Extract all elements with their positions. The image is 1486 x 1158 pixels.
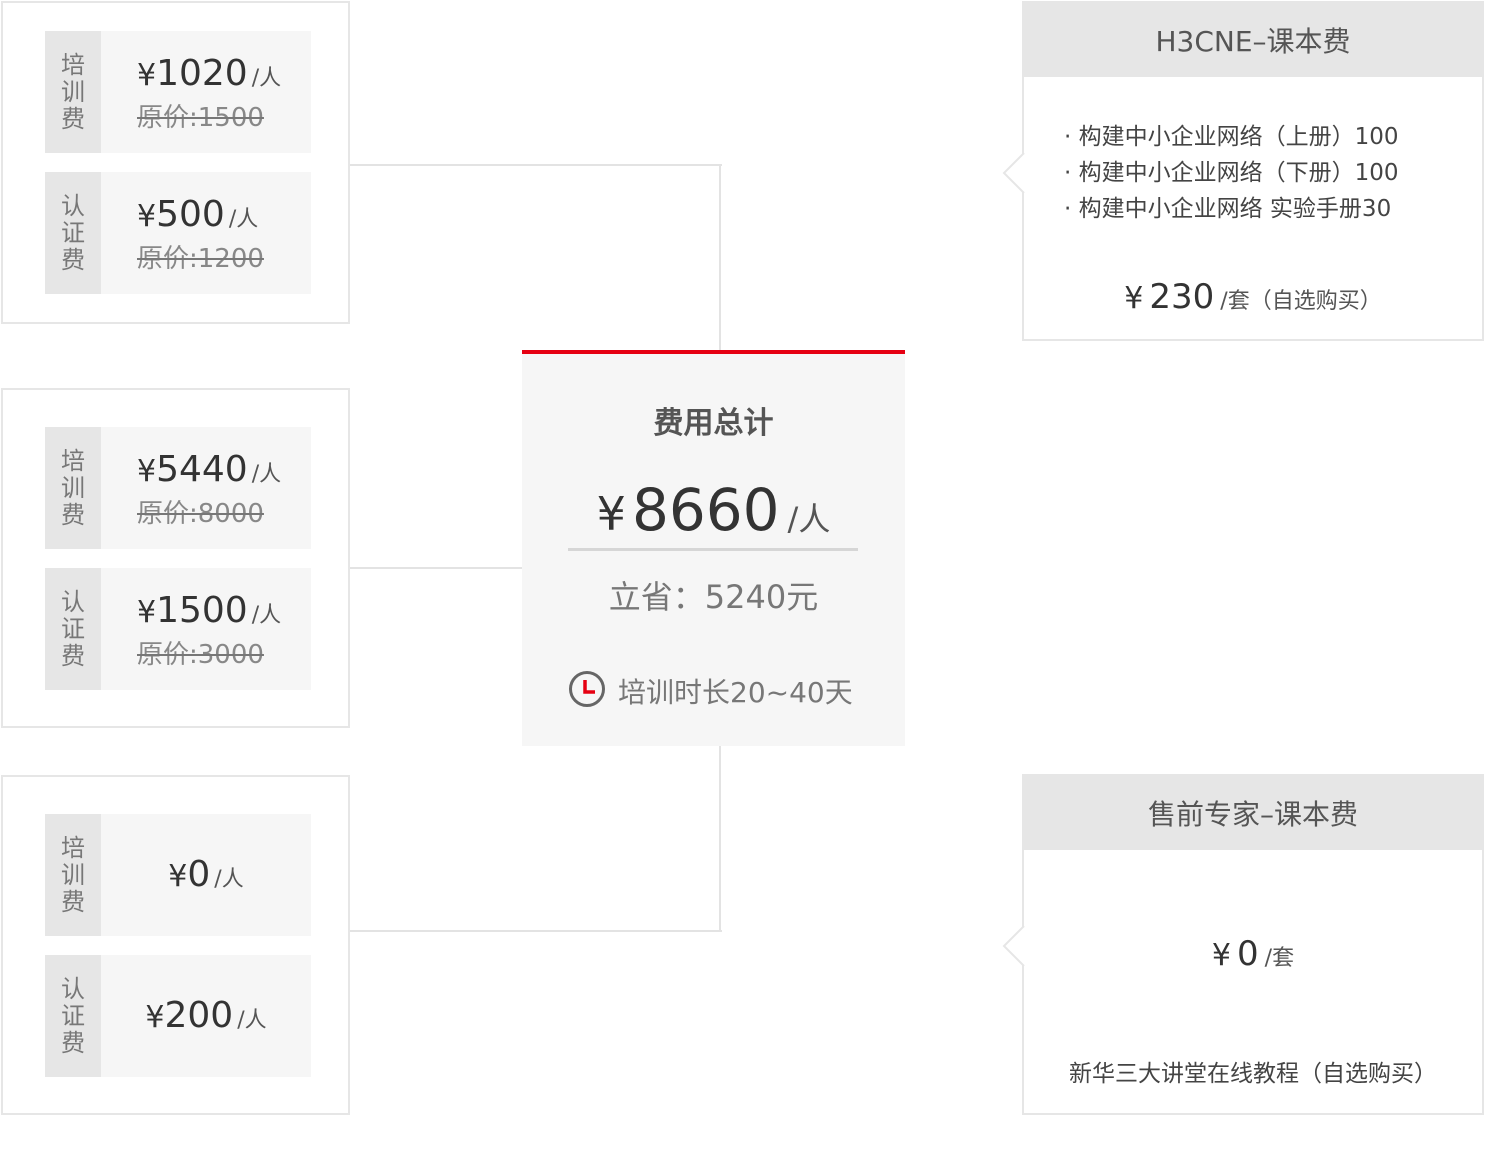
h3cne-textbook-card: H3CNE–课本费 · 构建中小企业网络（上册）100 · 构建中小企业网络（下… [1002, 1, 1484, 341]
training-fee-card: 培训费 ¥0/人 [45, 814, 311, 936]
connector-line [719, 746, 721, 932]
textbook-price: ¥0/套 [1211, 934, 1295, 974]
fee-group-2: 培训费 ¥5440/人 原价:8000 认证费 ¥1500/人 原价:3000 [1, 388, 350, 728]
summary-title: 费用总计 [653, 406, 774, 441]
card-title: 售前专家–课本费 [1024, 776, 1482, 850]
connector-line [719, 164, 721, 350]
training-original-price: 原价:8000 [137, 499, 264, 529]
training-fee-card: 培训费 ¥1020/人 原价:1500 [45, 31, 311, 153]
online-course-note: 新华三大讲堂在线教程（自选购买） [1069, 1061, 1437, 1087]
textbook-price: ¥230/套（自选购买） [1124, 277, 1382, 317]
certification-fee-card: 认证费 ¥500/人 原价:1200 [45, 172, 311, 294]
savings-text: 立省：5240元 [608, 578, 819, 616]
connector-line [350, 930, 722, 932]
training-fee-card: 培训费 ¥5440/人 原价:8000 [45, 427, 311, 549]
fee-group-1: 培训费 ¥1020/人 原价:1500 认证费 ¥500/人 原价:1200 [1, 1, 350, 324]
card-title: H3CNE–课本费 [1024, 3, 1482, 77]
training-price: ¥0/人 [168, 854, 244, 895]
total-price: ¥8660/人 [596, 476, 831, 544]
list-item: · 构建中小企业网络（上册）100 [1064, 124, 1399, 150]
certification-fee-card: 认证费 ¥200/人 [45, 955, 311, 1077]
list-item: · 构建中小企业网络（下册）100 [1064, 160, 1399, 186]
training-duration: 培训时长20~40天 [568, 670, 853, 712]
training-fee-label: 培训费 [45, 31, 101, 153]
fee-group-3: 培训费 ¥0/人 认证费 ¥200/人 [1, 775, 350, 1115]
certification-original-price: 原价:3000 [137, 640, 264, 670]
certification-fee-card: 认证费 ¥1500/人 原价:3000 [45, 568, 311, 690]
cost-summary-panel: 费用总计 ¥8660/人 立省：5240元 培训时长20~40天 [522, 350, 905, 746]
training-price: ¥1020/人 [137, 53, 282, 94]
textbook-list: · 构建中小企业网络（上册）100 · 构建中小企业网络（下册）100 · 构建… [1064, 119, 1399, 227]
pointer-notch [1002, 153, 1025, 193]
certification-fee-label: 认证费 [45, 955, 101, 1077]
certification-price: ¥200/人 [145, 995, 267, 1036]
divider [568, 548, 858, 551]
certification-original-price: 原价:1200 [137, 244, 264, 274]
list-item: · 构建中小企业网络 实验手册30 [1064, 196, 1392, 222]
connector-line [350, 164, 722, 166]
clock-icon [568, 670, 606, 712]
training-price: ¥5440/人 [137, 449, 282, 490]
presales-textbook-card: 售前专家–课本费 ¥0/套 新华三大讲堂在线教程（自选购买） [1002, 774, 1484, 1115]
certification-price: ¥1500/人 [137, 590, 282, 631]
training-original-price: 原价:1500 [137, 103, 264, 133]
connector-line [350, 567, 522, 569]
pointer-notch [1002, 926, 1025, 966]
training-fee-label: 培训费 [45, 427, 101, 549]
certification-fee-label: 认证费 [45, 172, 101, 294]
training-fee-label: 培训费 [45, 814, 101, 936]
certification-fee-label: 认证费 [45, 568, 101, 690]
certification-price: ¥500/人 [137, 194, 259, 235]
